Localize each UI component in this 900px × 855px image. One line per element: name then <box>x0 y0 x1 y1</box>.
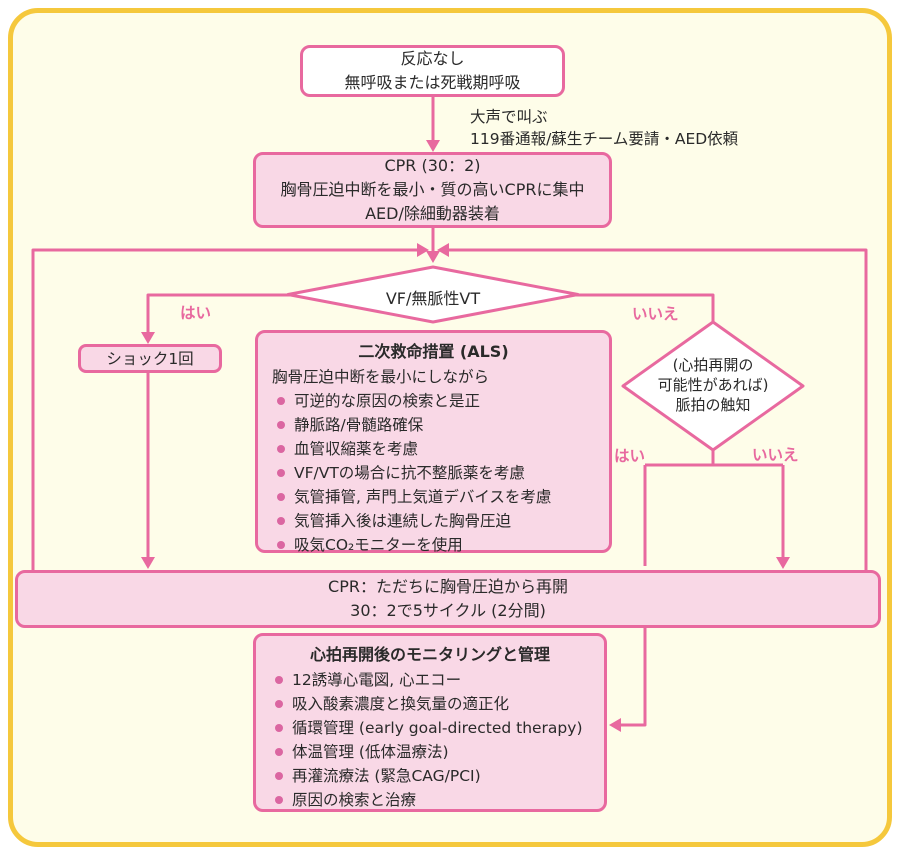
start-node: 反応なし 無呼吸または死戦期呼吸 <box>300 45 565 97</box>
vf-yes-label: はい <box>180 304 212 322</box>
bullet-dot-icon <box>277 445 285 453</box>
monitoring-node: 心拍再開後のモニタリングと管理 12誘導心電図, 心エコー 吸入酸素濃度と換気量… <box>253 633 607 812</box>
als-bullet: 静脈路/骨髄路確保 <box>272 413 595 437</box>
pulse-yes-label: はい <box>614 447 646 465</box>
bullet-dot-icon <box>277 493 285 501</box>
vf-no-label: いいえ <box>632 305 679 323</box>
bullet-dot-icon <box>277 541 285 549</box>
als-bullet-list: 可逆的な原因の検索と是正 静脈路/骨髄路確保 血管収縮薬を考慮 VF/VTの場合… <box>272 389 595 557</box>
als-bullet: 気管挿入後は連続した胸骨圧迫 <box>272 509 595 533</box>
monitoring-bullet-text: 原因の検索と治療 <box>292 791 417 809</box>
cpr-restart-line2: 30：2で5サイクル (2分間) <box>350 601 546 620</box>
als-bullet: 可逆的な原因の検索と是正 <box>272 389 595 413</box>
monitoring-bullet: 循環管理 (early goal-directed therapy) <box>270 716 590 740</box>
monitoring-bullet: 原因の検索と治療 <box>270 788 590 812</box>
als-intro: 胸骨圧迫中断を最小にしながら <box>272 368 490 386</box>
monitoring-title: 心拍再開後のモニタリングと管理 <box>309 645 550 664</box>
pulse-line3: 脈拍の触知 <box>675 396 751 414</box>
monitoring-bullet-text: 再灌流療法 (緊急CAG/PCI) <box>292 767 481 785</box>
pulse-line1: (心拍再開の <box>672 356 754 374</box>
bullet-dot-icon <box>277 517 285 525</box>
shout-note-line1: 大声で叫ぶ <box>470 108 548 126</box>
pulse-decision-label: (心拍再開の 可能性があれば) 脈拍の触知 <box>633 355 793 415</box>
monitoring-bullet: 体温管理 (低体温療法) <box>270 740 590 764</box>
als-bullet-text: 血管収縮薬を考慮 <box>294 440 419 458</box>
als-node: 二次救命措置 (ALS) 胸骨圧迫中断を最小にしながら 可逆的な原因の検索と是正… <box>255 330 612 554</box>
shock-label: ショック1回 <box>106 349 194 368</box>
bullet-dot-icon <box>277 397 285 405</box>
cpr-line3: AED/除細動器装着 <box>365 204 500 223</box>
cpr-restart-bar: CPR：ただちに胸骨圧迫から再開 30：2で5サイクル (2分間) <box>15 570 881 628</box>
cpr-restart-line1: CPR：ただちに胸骨圧迫から再開 <box>328 577 568 596</box>
als-bullet: 気管挿管, 声門上気道デバイスを考慮 <box>272 485 595 509</box>
bullet-dot-icon <box>275 772 283 780</box>
bullet-dot-icon <box>275 724 283 732</box>
bullet-dot-icon <box>275 796 283 804</box>
bullet-dot-icon <box>275 700 283 708</box>
monitoring-bullet: 吸入酸素濃度と換気量の適正化 <box>270 692 590 716</box>
als-bullet-text: 気管挿入後は連続した胸骨圧迫 <box>294 512 512 530</box>
monitoring-bullet-list: 12誘導心電図, 心エコー 吸入酸素濃度と換気量の適正化 循環管理 (early… <box>270 668 590 812</box>
monitoring-bullet: 再灌流療法 (緊急CAG/PCI) <box>270 764 590 788</box>
cpr-line1: CPR (30：2) <box>384 156 481 175</box>
monitoring-bullet: 12誘導心電図, 心エコー <box>270 668 590 692</box>
bullet-dot-icon <box>277 421 285 429</box>
shock-node: ショック1回 <box>78 344 222 373</box>
shout-note: 大声で叫ぶ 119番通報/蘇生チーム要請・AED依頼 <box>470 106 738 150</box>
shout-note-line2: 119番通報/蘇生チーム要請・AED依頼 <box>470 130 739 148</box>
als-bullet: VF/VTの場合に抗不整脈薬を考慮 <box>272 461 595 485</box>
bullet-dot-icon <box>275 676 283 684</box>
monitoring-bullet-text: 循環管理 (early goal-directed therapy) <box>292 719 583 737</box>
start-line1: 反応なし <box>400 49 465 68</box>
als-title: 二次救命措置 (ALS) <box>358 342 509 361</box>
vf-decision-label: VF/無脈性VT <box>385 289 481 308</box>
bullet-dot-icon <box>275 748 283 756</box>
bullet-dot-icon <box>277 469 285 477</box>
start-line2: 無呼吸または死戦期呼吸 <box>344 73 521 92</box>
als-bullet: 血管収縮薬を考慮 <box>272 437 595 461</box>
pulse-no-label: いいえ <box>752 446 799 464</box>
als-bullet: 吸気CO₂モニターを使用 <box>272 533 595 557</box>
als-bullet-text: 静脈路/骨髄路確保 <box>294 416 424 434</box>
als-bullet-text: 吸気CO₂モニターを使用 <box>294 536 463 554</box>
als-bullet-text: 気管挿管, 声門上気道デバイスを考慮 <box>294 488 552 506</box>
monitoring-bullet-text: 12誘導心電図, 心エコー <box>292 671 462 689</box>
monitoring-bullet-text: 体温管理 (低体温療法) <box>292 743 449 761</box>
monitoring-bullet-text: 吸入酸素濃度と換気量の適正化 <box>292 695 510 713</box>
als-bullet-text: VF/VTの場合に抗不整脈薬を考慮 <box>294 464 525 482</box>
pulse-line2: 可能性があれば) <box>657 376 769 394</box>
als-bullet-text: 可逆的な原因の検索と是正 <box>294 392 481 410</box>
cpr-line2: 胸骨圧迫中断を最小・質の高いCPRに集中 <box>280 180 585 199</box>
cpr-node: CPR (30：2) 胸骨圧迫中断を最小・質の高いCPRに集中 AED/除細動器… <box>253 152 612 228</box>
